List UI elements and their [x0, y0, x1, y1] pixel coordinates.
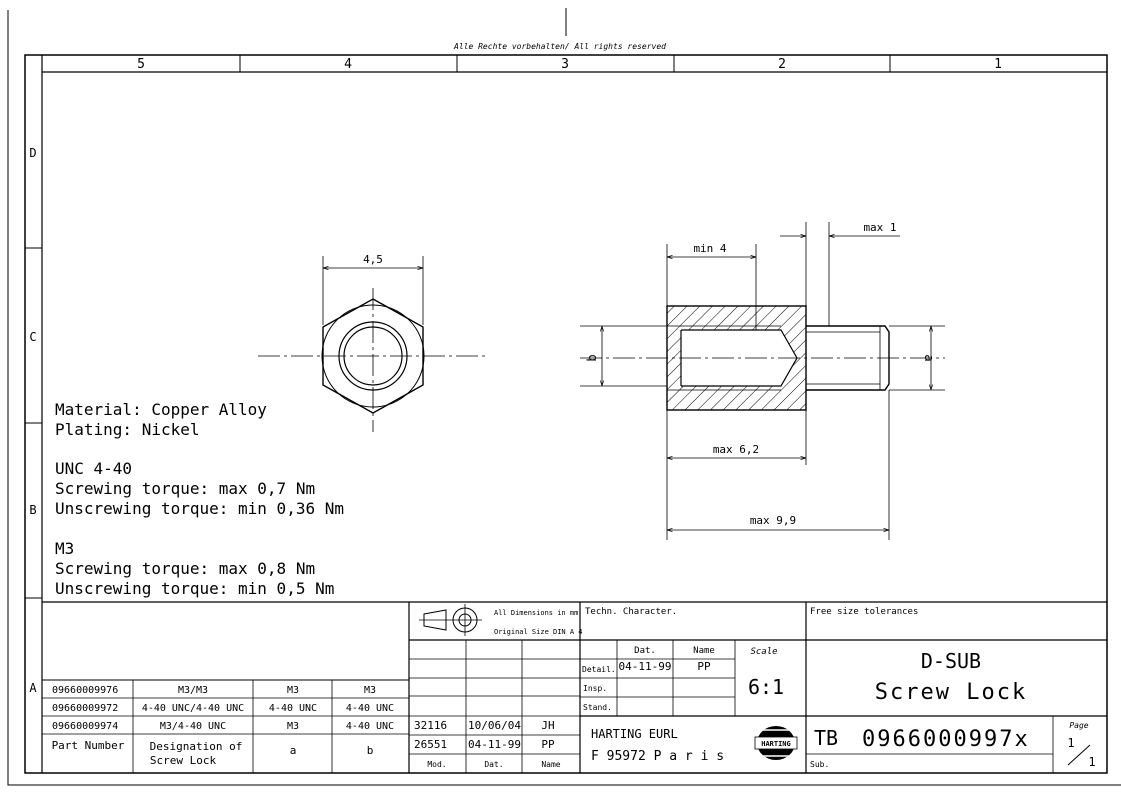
part-row-2-a: 4-40 UNC [269, 703, 317, 714]
dim-hex-width: 4,5 [363, 253, 383, 266]
dim-b: b [585, 354, 599, 361]
zone-col-3: 3 [561, 57, 569, 72]
note-m3-screwing: Screwing torque: max 0,8 Nm [55, 559, 315, 578]
sub-label: Sub. [810, 760, 829, 769]
free-size-tolerances-label: Free size tolerances [810, 607, 918, 617]
note-unc-unscrewing: Unscrewing torque: min 0,36 Nm [55, 499, 344, 518]
parts-header-b: b [367, 744, 374, 757]
page-total: 1 [1088, 755, 1095, 769]
dim-max-9-9: max 9,9 [750, 514, 796, 527]
zone-col-5: 5 [137, 57, 145, 72]
company-line2: F 95972 P a r i s [591, 749, 724, 764]
part-row-2-designation: 4-40 UNC/4-40 UNC [142, 703, 244, 714]
zone-row-b: B [29, 503, 36, 517]
note-unc-screwing: Screwing torque: max 0,7 Nm [55, 479, 315, 498]
col-name-label: Name [693, 646, 715, 656]
doc-number: 0966000997x [862, 727, 1030, 752]
zone-columns [239, 55, 891, 72]
dim-min-4: min 4 [693, 242, 726, 255]
hex-outline [322, 298, 424, 414]
part-row-3-number: 09660009974 [52, 721, 118, 732]
scale-label: Scale [750, 647, 777, 657]
parts-header-part-number: Part Number [52, 739, 125, 752]
company-line1: HARTING EURL [591, 727, 678, 741]
zone-col-2: 2 [778, 57, 786, 72]
part-row-3-b: 4-40 UNC [346, 721, 394, 732]
parts-header-designation-2: Screw Lock [150, 754, 217, 767]
part-row-1-designation: M3/M3 [178, 685, 208, 696]
scale-value: 6:1 [748, 675, 784, 699]
body-section-hatch [667, 306, 806, 410]
part-row-3-designation: M3/4-40 UNC [160, 721, 226, 732]
note-unc-title: UNC 4-40 [55, 459, 132, 478]
original-size-note: Original Size DIN A 4 [494, 628, 583, 636]
page-label: Page [1069, 721, 1088, 730]
mod-dat-label: Dat. [484, 760, 503, 769]
dim-max-1: max 1 [863, 221, 896, 234]
detail-name: PP [697, 660, 711, 673]
zone-row-d: D [29, 146, 36, 160]
part-row-1-a: M3 [287, 685, 299, 696]
part-row-2-number: 09660009972 [52, 703, 118, 714]
drawing-title-line2: Screw Lock [875, 680, 1027, 705]
zone-rows [25, 247, 42, 599]
zone-col-4: 4 [344, 57, 352, 72]
insp-label: Insp. [583, 684, 607, 693]
title-block-grid [42, 601, 1107, 773]
all-dimensions-note: All Dimensions in mm [494, 609, 578, 617]
techn-character-label: Techn. Character. [585, 607, 677, 617]
mod-name-label: Name [541, 760, 560, 769]
stand-label: Stand. [583, 703, 612, 712]
mod-1-date: 10/06/04 [468, 719, 521, 732]
part-row-1-number: 09660009976 [52, 685, 118, 696]
mod-1-number: 32116 [414, 719, 447, 732]
zone-row-a: A [29, 681, 37, 695]
mod-2-name: PP [541, 738, 555, 751]
mod-label: Mod. [427, 760, 446, 769]
detail-label: Detail. [582, 665, 616, 674]
note-m3-unscrewing: Unscrewing torque: min 0,5 Nm [55, 579, 334, 598]
note-plating: Plating: Nickel [55, 420, 200, 439]
part-row-3-a: M3 [287, 721, 299, 732]
doc-prefix: TB [814, 726, 838, 750]
harting-logo-icon: HARTING [754, 726, 798, 760]
notes-block: Material: Copper Alloy Plating: Nickel U… [55, 400, 344, 598]
parts-header-a: a [290, 744, 297, 757]
detail-date: 04-11-99 [619, 660, 672, 673]
zone-row-c: C [29, 330, 36, 344]
logo-text: HARTING [761, 740, 791, 748]
part-row-1-b: M3 [364, 685, 376, 696]
note-m3-title: M3 [55, 539, 74, 558]
dim-a: a [922, 354, 936, 361]
hex-end-view [258, 256, 488, 432]
copyright-text: Alle Rechte vorbehalten/ All rights rese… [453, 42, 666, 51]
col-dat-label: Dat. [634, 646, 656, 656]
projection-symbol-icon [419, 604, 482, 636]
drawing-title-line1: D-SUB [921, 649, 981, 673]
parts-header-designation-1: Designation of [150, 740, 243, 753]
zone-col-1: 1 [994, 57, 1002, 72]
drawing-border [24, 54, 1108, 774]
mod-2-number: 26551 [414, 738, 447, 751]
dim-max-6-2: max 6,2 [713, 443, 759, 456]
part-row-2-b: 4-40 UNC [346, 703, 394, 714]
mod-2-date: 04-11-99 [468, 738, 521, 751]
page-number: 1 [1067, 736, 1074, 750]
note-material: Material: Copper Alloy [55, 400, 267, 419]
mod-1-name: JH [541, 719, 554, 732]
trim-frame [7, 10, 1121, 786]
side-section-view [580, 222, 945, 540]
